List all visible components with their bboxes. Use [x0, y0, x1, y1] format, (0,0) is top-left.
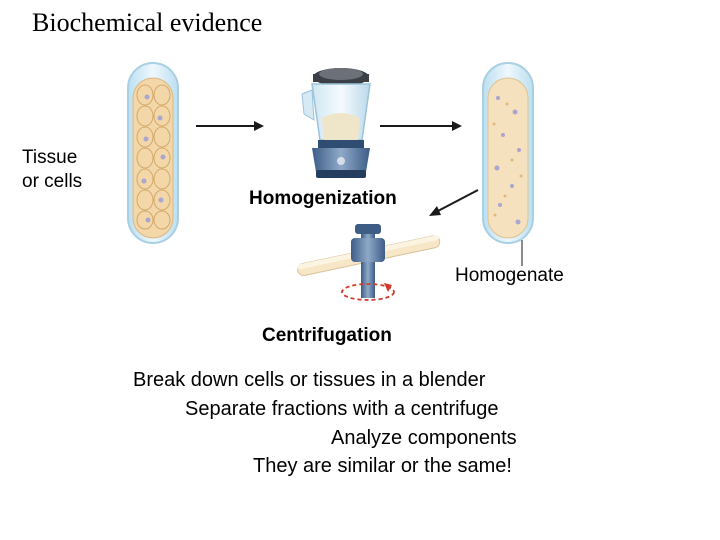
homogenization-label: Homogenization — [249, 188, 397, 209]
note-analyze: Analyze components — [331, 427, 517, 449]
tissue-tube — [127, 62, 179, 244]
note-break-down: Break down cells or tissues in a blender — [133, 369, 486, 391]
tissue-label-line2: or cells — [22, 171, 83, 192]
note-similar: They are similar or the same! — [253, 455, 512, 477]
arrow-to-homogenate — [380, 121, 462, 131]
tissue-label-line1: Tissue — [22, 147, 78, 168]
tissue-label: Tissue or cells — [22, 146, 82, 194]
page-title: Biochemical evidence — [32, 8, 263, 37]
homogenate-label: Homogenate — [455, 265, 564, 286]
arrow-to-centrifuge — [429, 189, 479, 216]
note-separate: Separate fractions with a centrifuge — [185, 398, 499, 420]
blender — [301, 68, 371, 178]
centrifugation-label: Centrifugation — [262, 325, 392, 346]
homogenate-tube — [482, 62, 534, 244]
centrifuge — [296, 224, 441, 301]
arrow-to-blender — [196, 121, 264, 131]
